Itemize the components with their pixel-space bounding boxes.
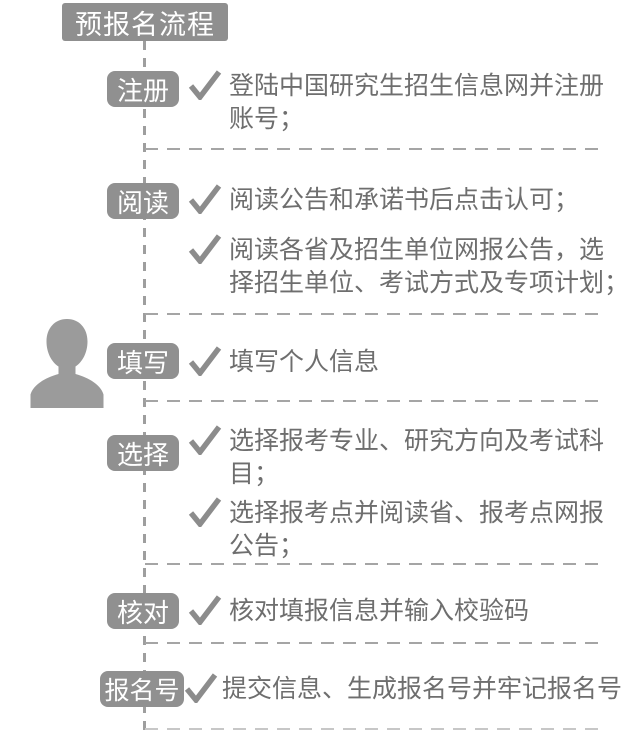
list-item: 阅读各省及招生单位网报公告，选 择招生单位、考试方式及专项计划； — [188, 234, 629, 300]
section-divider-2 — [145, 313, 600, 315]
check-icon — [188, 425, 222, 455]
section-divider-1 — [145, 148, 600, 150]
check-icon — [188, 497, 222, 527]
person-icon — [28, 317, 106, 408]
check-icon — [184, 673, 218, 703]
list-item: 提交信息、生成报名号并牢记报名号 — [184, 673, 622, 706]
check-icon — [188, 595, 222, 625]
step-badge-register: 注册 — [107, 71, 179, 107]
timeline-dashed-line — [143, 41, 146, 735]
list-item: 核对填报信息并输入校验码 — [188, 595, 529, 628]
check-icon — [188, 346, 222, 376]
step-badge-select: 选择 — [107, 435, 179, 471]
step-item-text: 提交信息、生成报名号并牢记报名号 — [222, 675, 623, 703]
section-divider-bottom — [145, 728, 600, 730]
step-item-text: 核对填报信息并输入校验码 — [229, 597, 530, 625]
step-badge-verify: 核对 — [107, 593, 179, 629]
list-item: 阅读公告和承诺书后点击认可； — [188, 184, 579, 217]
step-badge-fill: 填写 — [107, 343, 179, 379]
check-icon — [188, 234, 222, 264]
step-item-text: 登陆中国研究生招生信息网并注册 账号； — [229, 72, 605, 133]
step-badge-registration-number: 报名号 — [100, 671, 184, 707]
step-item-text: 填写个人信息 — [229, 348, 380, 376]
list-item: 选择报考点并阅读省、报考点网报 公告； — [188, 497, 604, 563]
section-divider-3 — [145, 400, 600, 402]
list-item: 填写个人信息 — [188, 346, 379, 379]
check-icon — [188, 184, 222, 214]
section-divider-4 — [145, 563, 600, 565]
step-item-text: 阅读公告和承诺书后点击认可； — [229, 186, 580, 214]
step-badge-read: 阅读 — [107, 183, 179, 219]
flowchart-title: 预报名流程 — [62, 3, 228, 41]
section-divider-5 — [145, 642, 600, 644]
list-item: 选择报考专业、研究方向及考试科 目； — [188, 425, 604, 491]
list-item: 登陆中国研究生招生信息网并注册 账号； — [188, 70, 604, 136]
step-item-text: 选择报考专业、研究方向及考试科 目； — [229, 427, 605, 488]
check-icon — [188, 70, 222, 100]
step-item-text: 阅读各省及招生单位网报公告，选 择招生单位、考试方式及专项计划； — [229, 236, 630, 297]
step-item-text: 选择报考点并阅读省、报考点网报 公告； — [229, 499, 605, 560]
